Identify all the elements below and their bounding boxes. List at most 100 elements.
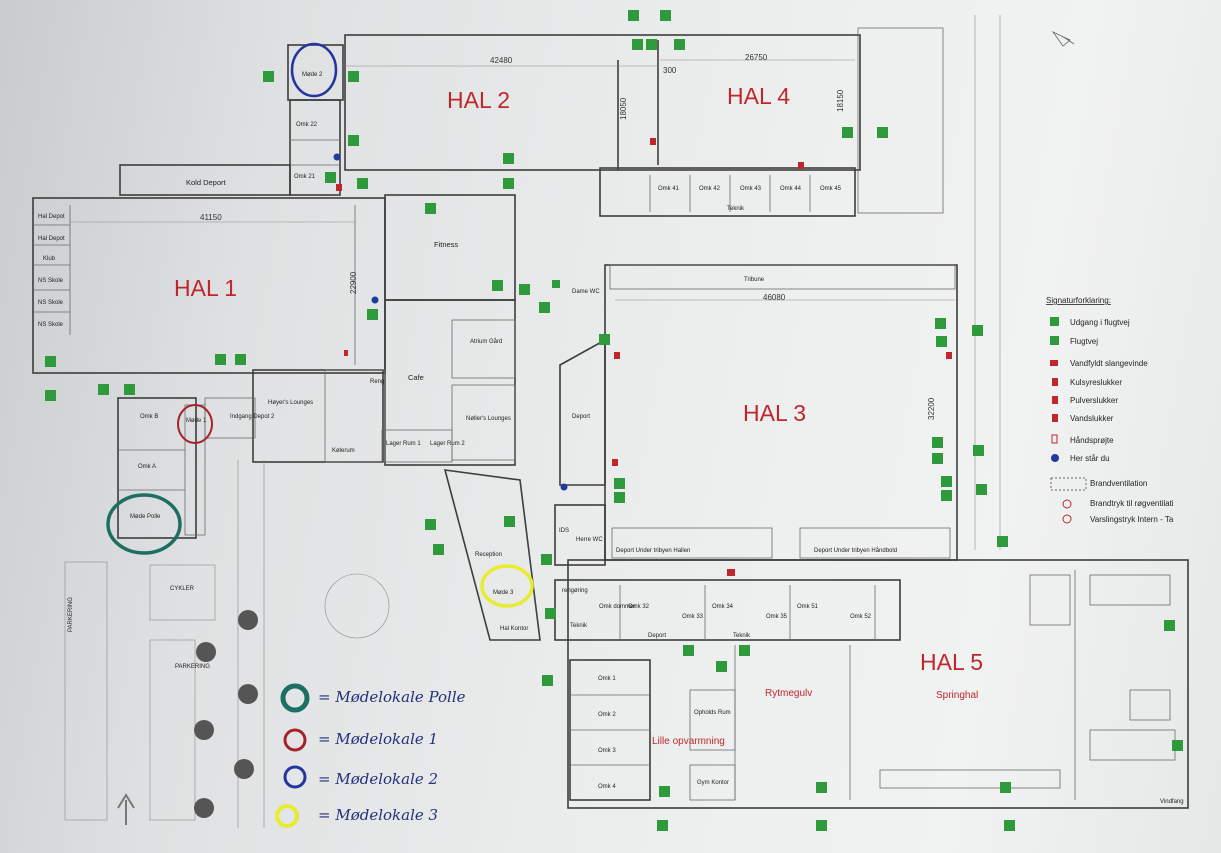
- room-nollers-lounges: Nøller's Lounges: [466, 416, 511, 422]
- room-ns-skole: NS Skole: [38, 300, 64, 306]
- room-opholds-rum: Opholds Rum: [694, 710, 731, 716]
- bike-parking-label: CYKLER: [170, 586, 195, 592]
- room-mode-1: Møde 1: [186, 418, 207, 424]
- you-are-here-markers: [333, 153, 568, 491]
- room-tribune: Tribune: [744, 277, 765, 283]
- dimension-lines: [70, 59, 955, 301]
- room-omk-2: Omk 2: [598, 712, 616, 718]
- room-mode-3: Møde 3: [493, 590, 514, 596]
- handwritten-label-3: = Mødelokale 3: [318, 806, 438, 824]
- room-herre-wc: Herre WC: [576, 537, 603, 543]
- parking-label: PARKERING: [175, 664, 210, 670]
- room-labels: Kold Deport Hal Depot Hal Depot Klub NS …: [38, 72, 1184, 805]
- room-omk-42: Omk 42: [699, 186, 721, 192]
- building-walls: [32, 15, 1189, 828]
- room-reng: Reng: [370, 379, 384, 385]
- exit-markers: [45, 10, 1183, 831]
- room-vindfang: Vindfang: [1160, 799, 1184, 805]
- room-reception: Reception: [475, 552, 502, 558]
- room-gym-kontor: Gym Kontor: [697, 780, 729, 786]
- smoke-vent-button-icon: [1062, 499, 1072, 509]
- hose-reel-icon: [1050, 360, 1058, 366]
- dimension-label: 32200: [927, 397, 936, 420]
- room-mode-2: Møde 2: [302, 72, 323, 78]
- room-omk-35: Omk 35: [766, 614, 788, 620]
- handwritten-label-2: = Mødelokale 2: [318, 770, 438, 788]
- exit-arrow-icon: [1050, 336, 1059, 345]
- room-omk-4: Omk 4: [598, 784, 616, 790]
- room-deport-tribune: Deport Under tribyen Hallen: [616, 548, 690, 554]
- dimension-label: 18050: [619, 97, 628, 120]
- dimension-label: 26750: [745, 53, 768, 62]
- dimension-label: 41150: [200, 213, 222, 222]
- room-indgang: Indgang Depot 2: [230, 414, 275, 420]
- parking-label: PARKERING: [68, 597, 74, 632]
- room-deport: Deport: [572, 414, 590, 420]
- legend-label: Vandfyldt slangevinde: [1070, 359, 1148, 368]
- symbol-legend: Signaturforklaring: Udgang i flugtvej Fl…: [1046, 296, 1174, 524]
- room-omk-dommer: Omk dommer: [599, 604, 635, 610]
- room-omk-32: Omk 32: [628, 604, 650, 610]
- hall-label-1: HAL 1: [174, 275, 237, 301]
- handwritten-label-polle: = Mødelokale Polle: [318, 688, 466, 706]
- room-omk-33: Omk 33: [682, 614, 704, 620]
- highlight-mode-2: [290, 42, 338, 98]
- room-omk-1: Omk 1: [598, 676, 616, 682]
- room-rengoring: rengøring: [562, 588, 588, 594]
- highlight-mode-polle: [106, 493, 182, 555]
- trees: [194, 610, 258, 818]
- room-lager-2: Lager Rum 2: [430, 441, 465, 447]
- room-mode-polle: Møde Polle: [130, 514, 161, 520]
- room-omk-3: Omk 3: [598, 748, 616, 754]
- handwritten-legend: = Mødelokale Polle = Mødelokale 1 = Møde…: [275, 683, 466, 828]
- room-omk-44: Omk 44: [780, 186, 802, 192]
- room-ns-skole: NS Skole: [38, 322, 64, 328]
- room-hoyers-lounges: Høyer's Lounges: [268, 400, 313, 406]
- alarm-button-icon: [1062, 514, 1072, 524]
- room-dame-wc: Dame WC: [572, 289, 600, 295]
- hand-pump-icon: [1051, 434, 1058, 444]
- dimension-label: 22900: [349, 271, 358, 294]
- you-are-here-icon: [1051, 454, 1059, 462]
- legend-label: Kulsyreslukker: [1070, 378, 1122, 387]
- compass-icon: [1051, 30, 1075, 47]
- hall-label-5: HAL 5: [920, 649, 983, 675]
- powder-extinguisher-icon: [1052, 396, 1058, 404]
- legend-label: Her står du: [1070, 454, 1110, 463]
- room-hal-depot: Hal Depot: [38, 236, 65, 242]
- room-ids: IDS: [559, 528, 569, 534]
- dimension-label: 300: [663, 66, 677, 75]
- dimension-label: 42480: [490, 56, 513, 65]
- room-cafe: Cafe: [408, 373, 424, 382]
- legend-label: Brandtryk til røgventilati: [1090, 499, 1174, 508]
- room-omk-a: Omk A: [138, 464, 156, 470]
- hall-label-4: HAL 4: [727, 83, 790, 109]
- room-omk-52: Omk 52: [850, 614, 872, 620]
- room-teknik: Teknik: [733, 633, 751, 639]
- legend-label: Brandventilation: [1090, 479, 1147, 488]
- highlight-mode-3: [480, 564, 534, 608]
- room-omk-43: Omk 43: [740, 186, 762, 192]
- room-omk-45: Omk 45: [820, 186, 842, 192]
- fire-equipment-markers: [336, 138, 952, 576]
- legend-title: Signaturforklaring:: [1046, 296, 1111, 305]
- room-hal-depot: Hal Depot: [38, 214, 65, 220]
- room-omk-34: Omk 34: [712, 604, 734, 610]
- room-deport-tribune: Deport Under tribyen Håndbold: [814, 547, 897, 554]
- room-fitness: Fitness: [434, 240, 458, 249]
- highlight-mode-1: [177, 404, 213, 444]
- fire-ventilation-icon: [1050, 477, 1087, 491]
- room-klub: Klub: [43, 256, 56, 262]
- room-springhal: Springhal: [936, 690, 978, 701]
- room-omk-22: Omk 22: [296, 122, 318, 128]
- room-atrium: Atrium Gård: [470, 338, 502, 345]
- room-deport: Deport: [648, 633, 666, 639]
- room-rytmegulv: Rytmegulv: [765, 688, 812, 699]
- room-kolerum: Kølerum: [332, 448, 355, 454]
- room-teknik: Teknik: [727, 206, 745, 212]
- room-kold-deport: Kold Deport: [186, 178, 227, 187]
- room-lille-opvarmning: Lille opvarmning: [652, 736, 725, 747]
- legend-label: Håndsprøjte: [1070, 436, 1114, 445]
